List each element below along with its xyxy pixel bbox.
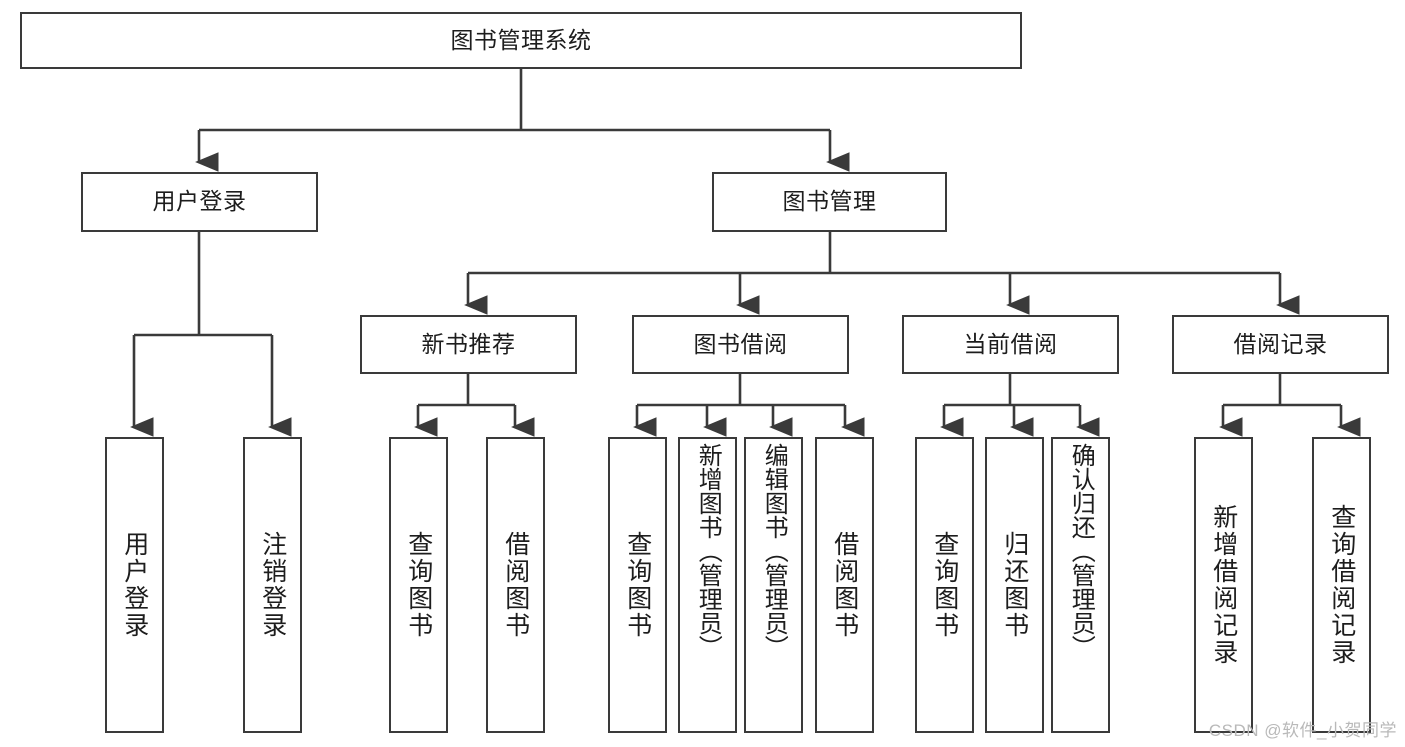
node-leaf-add-book-label: 新增图书（管理员） bbox=[694, 443, 722, 659]
node-root[interactable]: 图书管理系统 bbox=[20, 12, 1022, 69]
node-leaf-query-book-3-label: 查询图书 bbox=[930, 531, 959, 639]
node-leaf-confirm-return[interactable]: 确认归还（管理员） bbox=[1051, 437, 1110, 733]
node-leaf-user-login[interactable]: 用户登录 bbox=[105, 437, 164, 733]
node-leaf-confirm-return-label: 确认归还（管理员） bbox=[1067, 443, 1095, 659]
node-leaf-logout-login-label: 注销登录 bbox=[258, 531, 287, 639]
node-current-borrow[interactable]: 当前借阅 bbox=[902, 315, 1119, 374]
node-leaf-return-book[interactable]: 归还图书 bbox=[985, 437, 1044, 733]
node-leaf-borrow-book-1[interactable]: 借阅图书 bbox=[486, 437, 545, 733]
node-leaf-user-login-label: 用户登录 bbox=[120, 531, 149, 639]
node-leaf-logout-login[interactable]: 注销登录 bbox=[243, 437, 302, 733]
node-leaf-return-book-label: 归还图书 bbox=[1000, 531, 1029, 639]
node-current-borrow-label: 当前借阅 bbox=[963, 330, 1058, 357]
node-book-management-label: 图书管理 bbox=[782, 188, 877, 215]
node-book-borrow[interactable]: 图书借阅 bbox=[632, 315, 849, 374]
node-book-management[interactable]: 图书管理 bbox=[712, 172, 947, 232]
node-user-login-label: 用户登录 bbox=[152, 188, 247, 215]
node-leaf-borrow-book-2[interactable]: 借阅图书 bbox=[815, 437, 874, 733]
node-book-borrow-label: 图书借阅 bbox=[693, 330, 788, 357]
node-root-label: 图书管理系统 bbox=[450, 26, 592, 53]
node-leaf-add-borrow-record-label: 新增借阅记录 bbox=[1209, 504, 1238, 666]
node-borrow-record[interactable]: 借阅记录 bbox=[1172, 315, 1389, 374]
node-leaf-add-borrow-record[interactable]: 新增借阅记录 bbox=[1194, 437, 1253, 733]
node-leaf-query-book-1[interactable]: 查询图书 bbox=[389, 437, 448, 733]
node-borrow-record-label: 借阅记录 bbox=[1233, 330, 1328, 357]
watermark: CSDN @软件_小贺同学 bbox=[1208, 721, 1397, 740]
node-leaf-borrow-book-1-label: 借阅图书 bbox=[501, 531, 530, 639]
node-new-book-recommend-label: 新书推荐 bbox=[421, 330, 516, 357]
node-leaf-query-book-2-label: 查询图书 bbox=[623, 531, 652, 639]
node-new-book-recommend[interactable]: 新书推荐 bbox=[360, 315, 577, 374]
node-user-login[interactable]: 用户登录 bbox=[81, 172, 318, 232]
node-leaf-query-borrow-record[interactable]: 查询借阅记录 bbox=[1312, 437, 1371, 733]
node-leaf-query-borrow-record-label: 查询借阅记录 bbox=[1327, 504, 1356, 666]
node-leaf-query-book-3[interactable]: 查询图书 bbox=[915, 437, 974, 733]
node-leaf-query-book-2[interactable]: 查询图书 bbox=[608, 437, 667, 733]
node-leaf-query-book-1-label: 查询图书 bbox=[404, 531, 433, 639]
node-leaf-edit-book-label: 编辑图书（管理员） bbox=[760, 443, 788, 659]
node-leaf-borrow-book-2-label: 借阅图书 bbox=[830, 531, 859, 639]
node-leaf-add-book[interactable]: 新增图书（管理员） bbox=[678, 437, 737, 733]
node-leaf-edit-book[interactable]: 编辑图书（管理员） bbox=[744, 437, 803, 733]
